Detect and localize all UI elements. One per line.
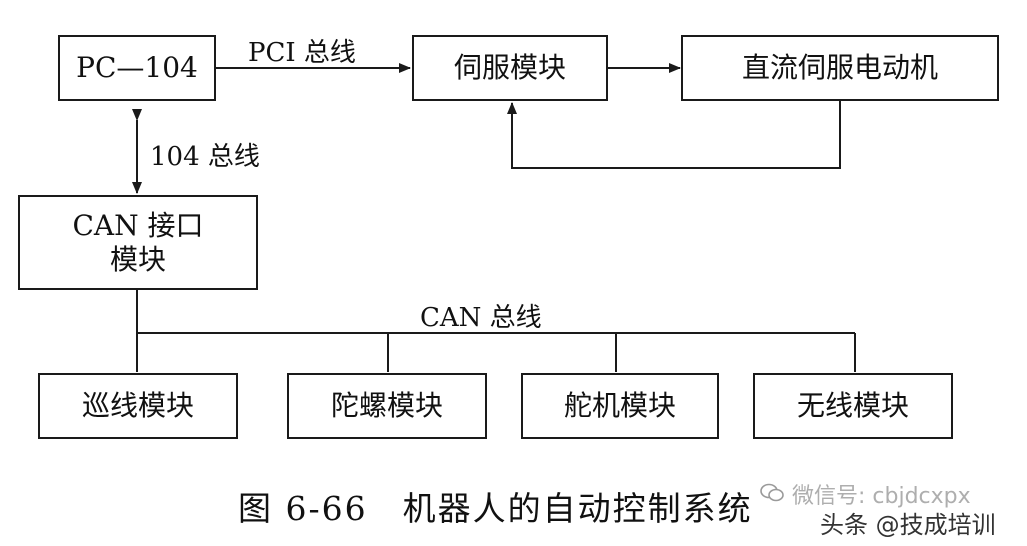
gyro-module-box: 陀螺模块	[287, 373, 487, 439]
wireless-module-label: 无线模块	[796, 389, 909, 423]
servo-module-box: 伺服模块	[412, 35, 608, 101]
can-interface-label-line1: CAN 接口	[72, 208, 204, 242]
servo-module-label: 伺服模块	[453, 51, 566, 85]
dc-servo-motor-box: 直流伺服电动机	[681, 35, 999, 101]
line-module-label: 巡线模块	[81, 389, 194, 423]
wireless-module-box: 无线模块	[753, 373, 953, 439]
pc104-label: PC—104	[76, 51, 198, 85]
feedback-loop-line	[507, 101, 841, 169]
steering-module-box: 舵机模块	[521, 373, 719, 439]
can-interface-label-line2: 模块	[109, 242, 166, 276]
wechat-icon	[760, 483, 784, 502]
dc-servo-motor-label: 直流伺服电动机	[741, 51, 938, 85]
steering-module-label: 舵机模块	[563, 389, 676, 423]
pc104-box: PC—104	[58, 35, 216, 101]
pci-bus-label: PCI 总线	[248, 38, 356, 68]
wechat-watermark: 微信号: cbjdcxpx	[792, 484, 971, 509]
can-interface-box: CAN 接口 模块	[18, 195, 258, 290]
can-bus-label: CAN 总线	[420, 303, 542, 333]
toutiao-watermark: 头条 @技成培训	[820, 511, 996, 539]
gyro-module-label: 陀螺模块	[330, 389, 443, 423]
line-module-box: 巡线模块	[38, 373, 238, 439]
figure-caption: 图 6-66 机器人的自动控制系统	[238, 489, 753, 528]
bus104-label: 104 总线	[150, 142, 260, 172]
